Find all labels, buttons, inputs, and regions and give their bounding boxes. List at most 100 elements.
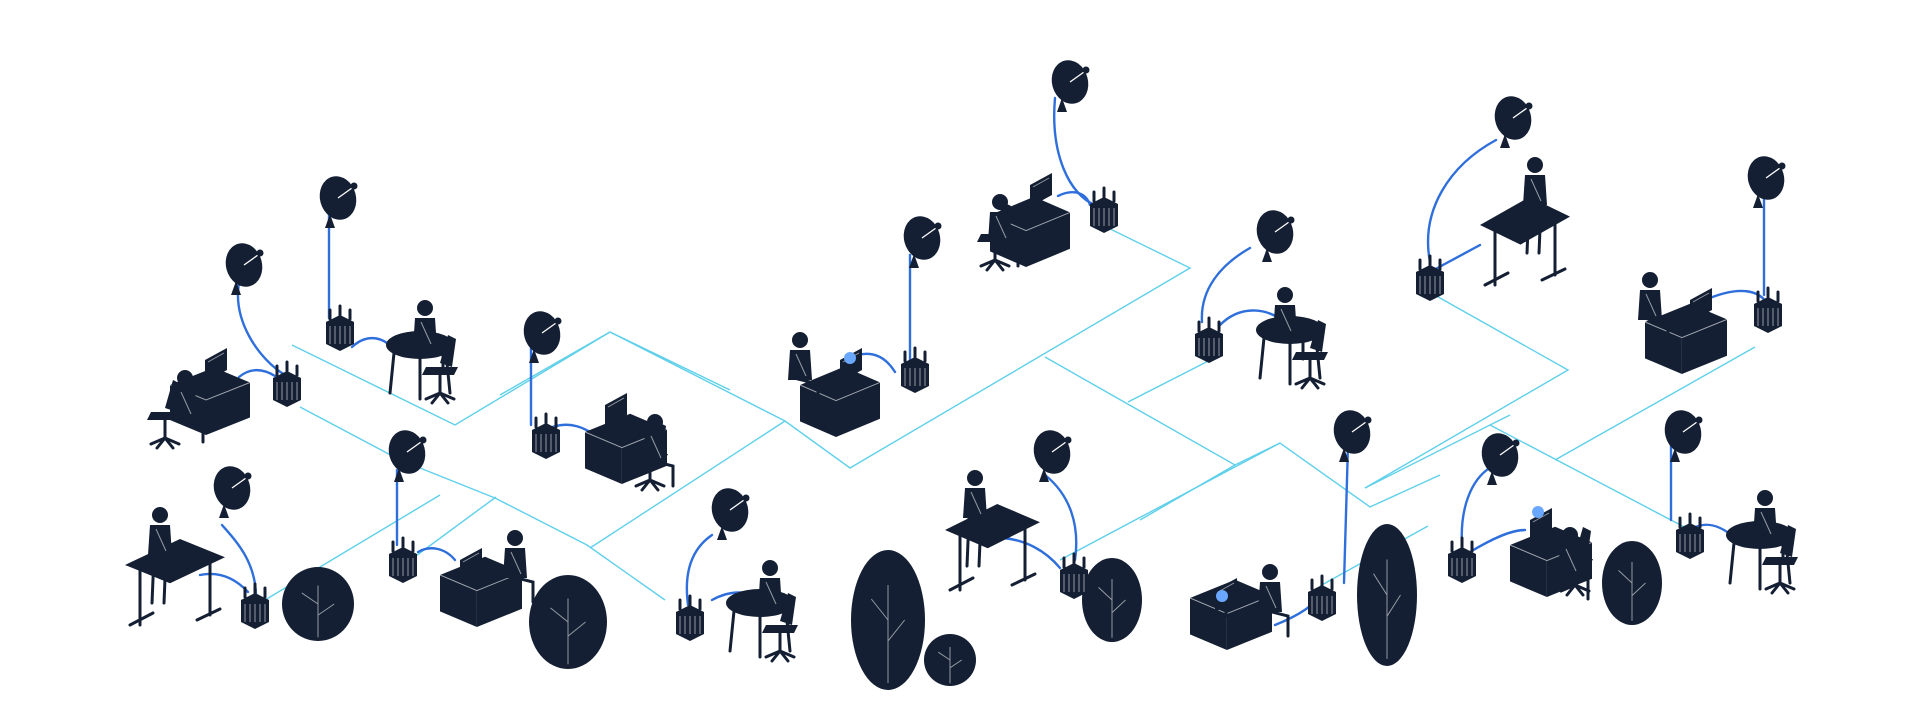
router-icon — [389, 536, 417, 583]
cable — [1426, 138, 1498, 264]
router-icon — [1416, 254, 1444, 301]
satellite-dish-icon — [1747, 156, 1786, 208]
satellite-dish-icon — [1481, 433, 1520, 485]
person-icon — [173, 370, 205, 444]
workstation — [386, 300, 458, 405]
person-icon — [758, 560, 790, 634]
tree-icon — [529, 575, 607, 669]
router-icon — [676, 594, 704, 641]
tree-icon — [1082, 558, 1142, 642]
network-line — [1059, 442, 1281, 561]
satellite-dish-icon — [225, 243, 264, 295]
workstation — [726, 560, 798, 663]
router-icon — [1754, 286, 1782, 333]
router-icon — [1090, 186, 1118, 233]
router-icon — [1676, 512, 1704, 559]
network-line — [609, 331, 731, 391]
person-icon — [1558, 527, 1590, 601]
workstation — [1480, 157, 1570, 287]
tree-icon — [1357, 524, 1417, 666]
person-icon — [788, 332, 820, 406]
cable — [1460, 465, 1493, 547]
network-line — [1044, 356, 1441, 508]
satellite-dish-icon — [1256, 210, 1295, 262]
tree-icon — [282, 567, 354, 641]
network-line — [589, 420, 786, 549]
router-icon — [532, 412, 560, 459]
network-line — [1139, 464, 1236, 521]
router-icon — [241, 582, 269, 629]
cable — [1200, 246, 1252, 324]
network-line — [1364, 424, 1691, 531]
workstation — [945, 470, 1040, 592]
workstation — [1256, 287, 1328, 390]
network-line — [1127, 353, 1223, 403]
satellite-dish-icon — [903, 216, 942, 268]
network-line — [1489, 414, 1511, 426]
person-icon — [988, 194, 1020, 268]
cable — [1001, 536, 1062, 570]
person-icon — [1258, 564, 1290, 638]
trees — [282, 524, 1662, 690]
workstation — [1189, 564, 1290, 650]
workstation — [147, 348, 251, 450]
workstation — [584, 393, 675, 492]
tree-icon — [1602, 541, 1662, 625]
cable — [1342, 443, 1350, 585]
person-icon — [1523, 157, 1547, 255]
router-icon — [273, 360, 301, 407]
network-line — [499, 331, 611, 396]
routers — [241, 186, 1782, 641]
cable — [685, 533, 714, 607]
satellite-dish-icon — [711, 488, 750, 540]
tree-icon — [851, 550, 925, 690]
network-line — [1364, 297, 1570, 489]
network-line — [1554, 346, 1756, 461]
person-icon — [1273, 287, 1305, 361]
cable — [1053, 96, 1097, 207]
workstation — [1509, 508, 1593, 601]
person-icon — [963, 470, 987, 568]
router-icon — [901, 346, 929, 393]
tree-icon — [924, 634, 976, 686]
cable — [416, 547, 457, 562]
satellite-dish-icon — [319, 176, 358, 228]
workstation — [1638, 272, 1728, 374]
workstation — [977, 173, 1071, 272]
satellite-dish-icon — [388, 430, 427, 482]
screen-glow-icon — [1532, 506, 1544, 518]
person-icon — [148, 507, 172, 605]
satellite-dish-icon — [213, 466, 252, 518]
satellite-dishes — [213, 60, 1786, 540]
person-icon — [643, 414, 675, 488]
cable — [237, 368, 277, 379]
cable — [198, 572, 250, 594]
satellite-dish-icon — [1333, 410, 1372, 462]
satellite-dish-icon — [1664, 410, 1703, 462]
router-icon — [1308, 574, 1336, 621]
satellite-dish-icon — [523, 311, 562, 363]
satellite-dish-icon — [1051, 60, 1090, 112]
cable — [1056, 191, 1092, 207]
workstation — [439, 530, 535, 627]
router-icon — [326, 304, 354, 351]
person-icon — [1753, 490, 1785, 564]
workstation — [1726, 490, 1798, 595]
cable — [236, 276, 287, 377]
person-icon — [1638, 272, 1670, 346]
workstation — [788, 332, 881, 437]
cable — [1043, 473, 1078, 562]
router-icon — [1195, 316, 1223, 363]
router-icon — [1448, 536, 1476, 583]
person-icon — [413, 300, 445, 374]
screen-glow-icon — [1216, 590, 1228, 602]
person-icon — [503, 530, 535, 604]
workstation — [125, 507, 225, 627]
cable — [1428, 243, 1482, 274]
screen-glow-icon — [844, 352, 856, 364]
satellite-dish-icon — [1033, 430, 1072, 482]
cable — [1468, 528, 1527, 554]
satellite-dish-icon — [1494, 96, 1533, 148]
workstations — [125, 157, 1798, 663]
